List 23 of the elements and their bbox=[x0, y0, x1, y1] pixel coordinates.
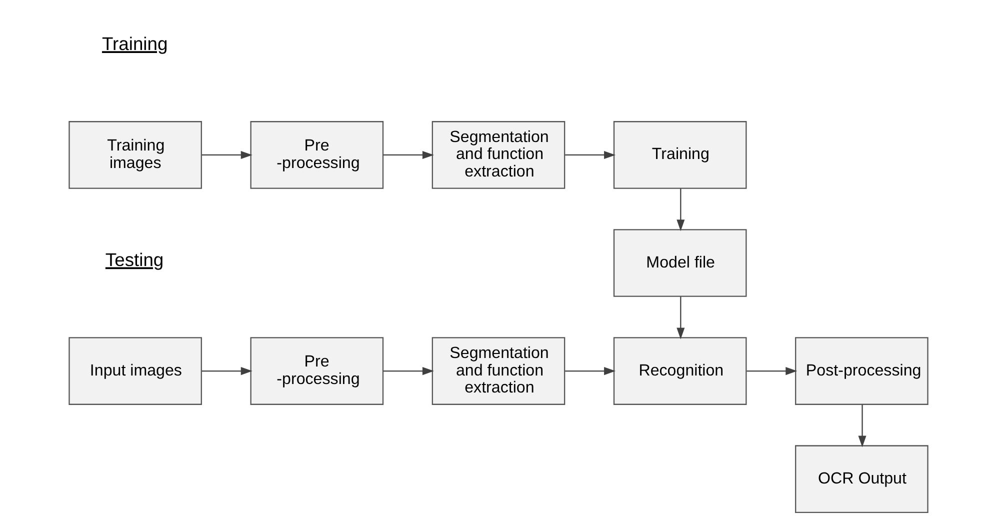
node-box: Segmentation and function extraction bbox=[432, 336, 566, 404]
label: Training bbox=[102, 32, 168, 54]
node-box: Input images bbox=[68, 336, 202, 404]
arrow bbox=[384, 366, 434, 375]
node-box: Recognition bbox=[613, 336, 747, 404]
arrow bbox=[565, 366, 616, 375]
node-box: Post-processing bbox=[795, 336, 928, 404]
label: Testing bbox=[105, 248, 164, 270]
arrow bbox=[565, 150, 616, 158]
node-box: Segmentation and function extraction bbox=[432, 120, 566, 188]
arrow bbox=[858, 404, 866, 447]
node-box: Pre -processing bbox=[250, 336, 384, 404]
node-box: Training bbox=[613, 120, 747, 188]
node-box: Pre -processing bbox=[250, 120, 384, 188]
arrow bbox=[202, 150, 252, 158]
arrow bbox=[746, 366, 798, 375]
node-box: Model file bbox=[613, 228, 747, 296]
arrow bbox=[676, 188, 685, 231]
arrow bbox=[384, 150, 434, 158]
node-box: OCR Output bbox=[795, 444, 928, 512]
arrow bbox=[676, 296, 685, 339]
node-box: Training images bbox=[68, 120, 202, 188]
arrow bbox=[202, 366, 252, 375]
